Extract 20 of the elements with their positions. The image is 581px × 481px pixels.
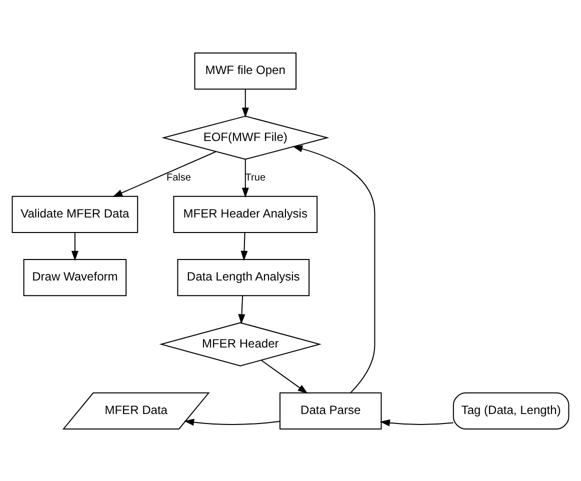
- arrow: [71, 232, 78, 260]
- arrow: [112, 150, 216, 196]
- arrow: [238, 295, 246, 324]
- arrow: [292, 144, 376, 393]
- node-diamond: EOF(MWF File): [162, 115, 330, 160]
- node-box: Tag (Data, Length): [452, 392, 570, 429]
- node-box: Validate MFER Data: [12, 195, 138, 232]
- node-diamond: MFER Header: [159, 322, 322, 366]
- arrow: [184, 418, 280, 426]
- node-box: Data Length Analysis: [177, 258, 310, 296]
- edge-label: False: [166, 172, 191, 183]
- arrow: [380, 418, 454, 426]
- arrow: [242, 159, 249, 198]
- node-box: MWF file Open: [194, 52, 297, 90]
- arrow: [242, 88, 249, 118]
- node-box: MFER Header Analysis: [173, 195, 318, 232]
- node-box: Data Parse: [279, 392, 382, 429]
- arrow: [261, 359, 308, 394]
- node-box: Draw Waveform: [23, 258, 127, 296]
- arrow: [240, 232, 248, 260]
